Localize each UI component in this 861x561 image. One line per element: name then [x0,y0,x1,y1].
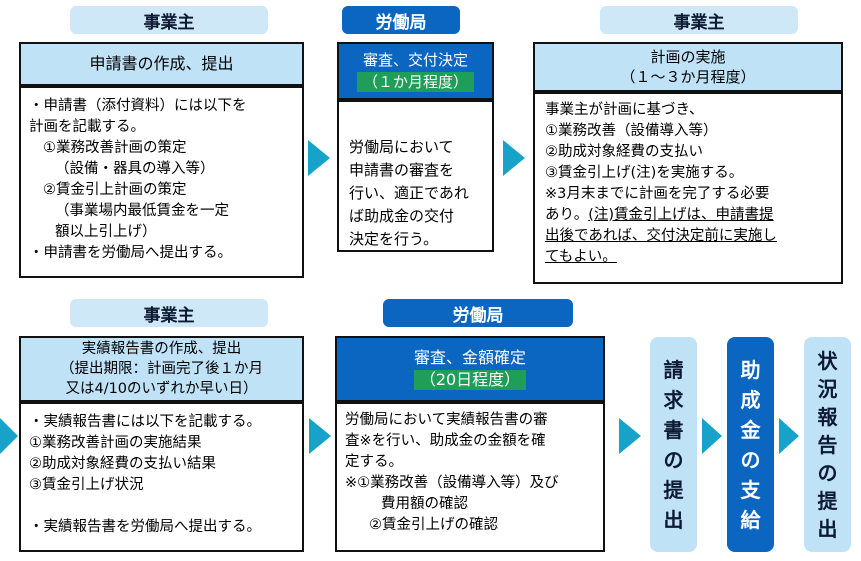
text-line: 事業主が計画に基づき、 [545,102,704,118]
text-line: ②賃金引上計画の策定 [43,182,187,198]
row2-box2-duration: （20日程度） [413,370,527,390]
glyph: 報 [817,404,838,429]
flow-arrow-icon [0,418,18,454]
text-line: 行い、適正であれ [349,184,469,202]
text-line: 計画を記載する。 [29,119,145,135]
glyph: 支 [740,477,761,502]
flow-arrow-icon [309,418,331,454]
text-line: ②助成対象経費の支払い結果 [29,456,216,472]
row2-box1-deadline-2: 又は4/10のいずれか早い日） [65,381,258,397]
text-line: ば助成金の交付 [349,207,455,225]
text-line: ①業務改善計画の策定 [43,140,187,156]
text-line: あり。(注)賃金引上げは、申請書提 [545,205,837,226]
text-line: ②賃金引上げの確認 [369,517,498,533]
row1-box1-body: ・申請書（添付資料）には以下を 計画を記載する。 ①業務改善計画の策定 （設備・… [19,86,304,278]
text-line: 決定を行う。 [349,230,439,248]
text-fragment: あり。 [545,207,589,223]
text-line: 定する。 [345,454,403,470]
row1-box2-header: 審査、交付決定 （１か月程度） [337,42,494,100]
row1-box1-header-title: 申請書の作成、提出 [89,54,234,73]
row2-box2-header-title: 審査、金額確定 [413,348,526,367]
glyph: 告 [817,432,838,457]
glyph: 求 [663,387,684,412]
glyph: 況 [817,376,838,401]
glyph: 助 [740,357,761,382]
text-line: ③賃金引上げ状況 [29,477,144,493]
step-invoice-submission: 請 求 書 の 提 出 [650,337,697,552]
glyph: 提 [817,488,838,513]
text-line: ①業務改善計画の実施結果 [29,435,202,451]
row2-tag-employer: 事業主 [70,299,268,327]
text-line: ・実績報告書を労働局へ提出する。 [29,519,261,535]
glyph: の [817,460,838,485]
text-line: （設備・器具の導入等） [55,161,215,177]
note-underlined: てもよい。 [545,249,617,265]
row1-box1-header: 申請書の作成、提出 [19,42,304,86]
glyph: 出 [817,516,838,541]
row2-box1-deadline-1: （提出期限：計画完了後１か月 [60,361,263,377]
row1-box3-duration: （１～３か月程度） [620,68,756,86]
row2-box1-header-title: 実績報告書の作成、提出 [81,341,242,357]
flow-arrow-icon [702,418,722,454]
glyph: 提 [663,477,684,502]
note-underlined: (注)賃金引上げは、申請書提 [588,207,774,223]
glyph: 給 [740,507,761,532]
text-line: ・申請書を労働局へ提出する。 [29,245,232,261]
row1-box2-duration: （１か月程度） [356,72,474,92]
glyph: 成 [740,387,761,412]
glyph: 状 [817,348,838,373]
text-line [29,496,298,517]
text-line: ②助成対象経費の支払い [545,144,703,160]
row1-box3-header: 計画の実施 （１～３か月程度） [533,42,843,92]
text-line: （事業場内最低賃金を一定 [55,203,229,219]
text-line: ・実績報告書には以下を記載する。 [29,414,261,430]
text-line: ①業務改善（設備導入等） [545,123,718,139]
flow-arrow-icon [308,140,330,176]
row2-box1-header: 実績報告書の作成、提出 （提出期限：計画完了後１か月 又は4/10のいずれか早い… [19,336,304,402]
glyph: 請 [663,357,684,382]
glyph: の [740,447,761,472]
step-status-report-submission: 状 況 報 告 の 提 出 [804,337,851,552]
row1-box2-body: 労働局において 申請書の審査を 行い、適正であれ ば助成金の交付 決定を行う。 [337,100,494,252]
glyph: 書 [663,417,684,442]
row1-tag-employer: 事業主 [70,6,268,34]
step-subsidy-payment: 助 成 金 の 支 給 [727,337,774,552]
row1-tag-labor-bureau: 労働局 [342,6,460,34]
row2-box2-body: 労働局において実績報告書の審 査※を行い、助成金の金額を確 定する。 ※①業務改… [335,402,605,552]
row1-box3-body: 事業主が計画に基づき、 ①業務改善（設備導入等） ②助成対象経費の支払い ③賃金… [533,92,843,284]
text-line: 労働局において [349,138,454,156]
text-line: ・申請書（添付資料）には以下を [29,98,247,114]
row2-box2-header: 審査、金額確定 （20日程度） [335,336,605,402]
row2-tag-labor-bureau: 労働局 [383,299,573,327]
text-line: 査※を行い、助成金の金額を確 [345,433,546,449]
note-underlined: 出後であれば、交付決定前に実施し [545,228,777,244]
glyph: の [663,447,684,472]
text-line: ※①業務改善（設備導入等）及び [345,475,559,491]
flow-arrow-icon [779,418,799,454]
text-line: 申請書の審査を [349,161,455,179]
row1-box3-header-title: 計画の実施 [650,48,726,66]
text-line: 費用額の確認 [381,496,468,512]
text-line: 額以上引上げ） [55,224,157,240]
glyph: 出 [663,507,684,532]
row1-tag-employer-2: 事業主 [600,6,798,34]
flow-arrow-icon [619,418,641,454]
row2-box1-body: ・実績報告書には以下を記載する。 ①業務改善計画の実施結果 ②助成対象経費の支払… [19,402,304,552]
glyph: 金 [740,417,761,442]
row1-box2-header-title: 審査、交付決定 [362,51,468,69]
text-line: 労働局において実績報告書の審 [345,412,548,428]
flow-arrow-icon [503,140,525,176]
text-line: ※3月末までに計画を完了する必要 [545,186,770,202]
text-line: ③賃金引上げ(注)を実施する。 [545,165,744,181]
